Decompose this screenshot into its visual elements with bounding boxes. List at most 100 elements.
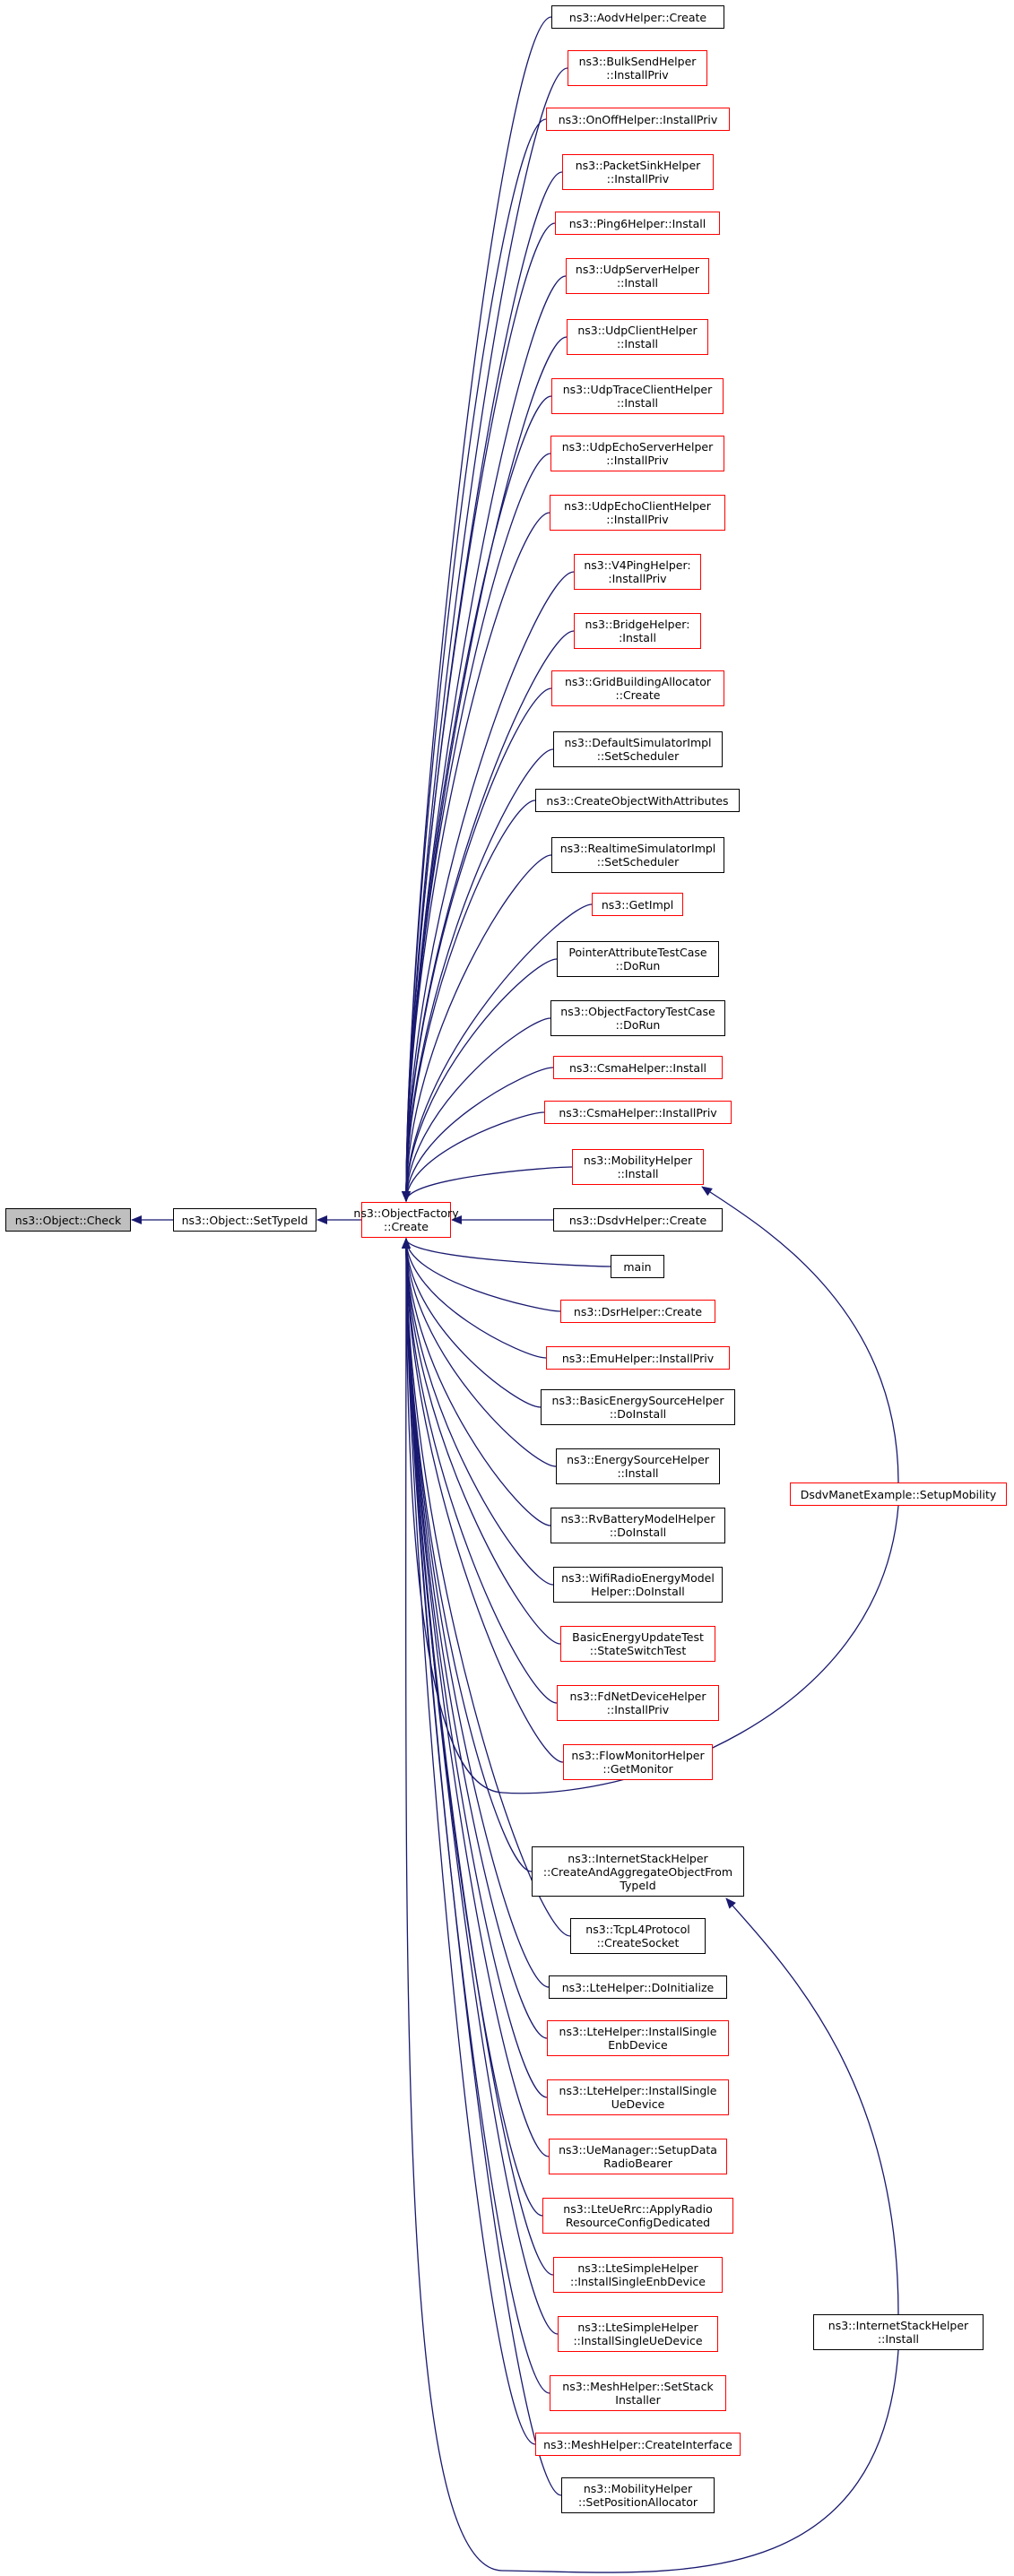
caller-node-ltesimplehelper-installsingleuedevice[interactable]: ns3::LteSimpleHelper::InstallSingleUeDev… [558, 2316, 718, 2352]
edge-c18-to-create [402, 1017, 551, 1202]
caller-node-getimpl[interactable]: ns3::GetImpl [592, 893, 683, 916]
node-label-line: ns3::FdNetDeviceHelper [569, 1690, 706, 1703]
caller-node-meshhelper-createinterface[interactable]: ns3::MeshHelper::CreateInterface [535, 2433, 741, 2456]
node-label-line: ::Install [616, 396, 659, 410]
node-label-line: ::CreateAndAggregateObjectFrom [542, 1864, 733, 1879]
caller-node-onoffhelper-installpriv[interactable]: ns3::OnOffHelper::InstallPriv [546, 108, 730, 131]
node-label-line: ns3::DefaultSimulatorImpl [564, 736, 712, 749]
node-label-line: PointerAttributeTestCase [568, 946, 707, 959]
node-label-line: ::InstallSingleEnbDevice [570, 2275, 706, 2288]
caller-node-ltehelper-doinitialize[interactable]: ns3::LteHelper::DoInitialize [549, 1975, 727, 1999]
caller-node-gridbuildingallocator-create[interactable]: ns3::GridBuildingAllocator::Create [551, 670, 724, 706]
caller-node-udpclienthelper-install[interactable]: ns3::UdpClientHelper::Install [567, 319, 708, 355]
node-label-line: ns3::CreateObjectWithAttributes [546, 793, 729, 808]
edge-ishinstall-to-createaggregate [725, 1897, 899, 2315]
node-label-line: ns3::LteSimpleHelper [577, 2321, 698, 2334]
node-label-line: ::Install [617, 1466, 659, 1480]
edge-c16-to-create [402, 903, 593, 1202]
node-label-line: ns3::LteHelper::InstallSingle [559, 2025, 717, 2038]
caller-node-dsdvhelper-create[interactable]: ns3::DsdvHelper::Create [553, 1208, 723, 1232]
node-label-line: ::DoInstall [609, 1407, 667, 1421]
caller-node-bulksendhelper-installpriv[interactable]: ns3::BulkSendHelper::InstallPriv [568, 50, 707, 86]
caller-node-rvbatterymodelhelper-doinstall[interactable]: ns3::RvBatteryModelHelper::DoInstall [550, 1508, 725, 1543]
node-label-line: ::InstallPriv [606, 513, 669, 526]
node-label-line: ::DoInstall [609, 1526, 667, 1539]
caller-node-csmahelper-installpriv[interactable]: ns3::CsmaHelper::InstallPriv [544, 1101, 732, 1124]
node-label-line: ::Install [877, 2332, 920, 2346]
caller-node-aodvhelper-create[interactable]: ns3::AodvHelper::Create [551, 5, 724, 29]
node-label-line: ns3::EnergySourceHelper [567, 1453, 709, 1466]
caller-node-bridgehelper-install[interactable]: ns3::BridgeHelper::Install [574, 613, 701, 649]
caller-node-energysourcehelper-install[interactable]: ns3::EnergySourceHelper::Install [556, 1448, 720, 1484]
edge-dsdvmanet-to-mobilityhelper-install [701, 1186, 899, 1483]
node-label-line: ns3::ObjectFactoryTestCase [560, 1005, 715, 1018]
caller-node-ltesimplehelper-installsingleenbdevice[interactable]: ns3::LteSimpleHelper::InstallSingleEnbDe… [553, 2257, 723, 2293]
node-label-line: ns3::Ping6Helper::Install [568, 216, 706, 230]
caller-node-fdnetdevicehelper-installpriv[interactable]: ns3::FdNetDeviceHelper::InstallPriv [557, 1685, 719, 1721]
node-label-line: ns3::MeshHelper::CreateInterface [543, 2437, 732, 2451]
caller-node-basicenergysourcehelper-doinstall[interactable]: ns3::BasicEnergySourceHelper::DoInstall [541, 1389, 735, 1425]
caller-node-flowmonitorhelper-getmonitor[interactable]: ns3::FlowMonitorHelper::GetMonitor [563, 1744, 713, 1780]
node-label-line: ns3::BulkSendHelper [578, 55, 697, 68]
node-objectfactory-create[interactable]: ns3::ObjectFactory::Create [353, 1202, 459, 1238]
node-label-line: ns3::LteHelper::DoInitialize [561, 1980, 715, 1994]
node-label-line: ns3::LteHelper::InstallSingle [559, 2084, 717, 2097]
node-label-line: ns3::MobilityHelper [583, 1154, 693, 1167]
caller-node-tcpl4protocol-createsocket[interactable]: ns3::TcpL4Protocol::CreateSocket [570, 1918, 706, 1954]
edge-dsdvmanet-to-create [402, 1238, 899, 1794]
node-label-line: :Install [619, 631, 656, 644]
caller-node-mobilityhelper-setpositionallocator[interactable]: ns3::MobilityHelper::SetPositionAllocato… [561, 2477, 715, 2513]
caller-node-udpechoserverhelper-installpriv[interactable]: ns3::UdpEchoServerHelper::InstallPriv [550, 436, 724, 471]
caller-node-emuhelper-installpriv[interactable]: ns3::EmuHelper::InstallPriv [546, 1346, 730, 1370]
caller-node-dsrhelper-create[interactable]: ns3::DsrHelper::Create [560, 1300, 715, 1323]
node-label-line: ResourceConfigDedicated [565, 2216, 711, 2229]
node-label-line: ns3::CsmaHelper::InstallPriv [559, 1105, 717, 1119]
caller-node-objectfactorytestcase-dorun[interactable]: ns3::ObjectFactoryTestCase::DoRun [550, 1000, 725, 1036]
caller-node-defaultsimulatorimpl-setscheduler[interactable]: ns3::DefaultSimulatorImpl::SetScheduler [553, 731, 723, 767]
caller-node-packetsinkhelper-installpriv[interactable]: ns3::PacketSinkHelper::InstallPriv [562, 154, 714, 190]
node-label-line: ::DoRun [615, 1018, 661, 1032]
caller-node-basicenergyupdatetest-stateswitchtest[interactable]: BasicEnergyUpdateTest::StateSwitchTest [560, 1626, 715, 1662]
caller-node-realtimesimulatorimpl-setscheduler[interactable]: ns3::RealtimeSimulatorImpl::SetScheduler [551, 837, 724, 873]
caller-node-internetstackhelper-createandaggregateobjectfromtypeid[interactable]: ns3::InternetStackHelper::CreateAndAggre… [532, 1846, 744, 1897]
node-label-line: ns3::UdpTraceClientHelper [562, 383, 713, 396]
edge-c27-to-create [402, 1238, 557, 1467]
caller-node-mobilityhelper-install[interactable]: ns3::MobilityHelper::Install [572, 1149, 704, 1185]
caller-node-internetstackhelper-install[interactable]: ns3::InternetStackHelper::Install [813, 2314, 984, 2350]
node-label-line: ns3::RvBatteryModelHelper [560, 1512, 715, 1526]
caller-node-udpechoclienthelper-installpriv[interactable]: ns3::UdpEchoClientHelper::InstallPriv [550, 495, 725, 531]
node-label-line: Installer [615, 2393, 661, 2407]
edge-c44-to-create [402, 1238, 562, 2496]
caller-node-ping6helper-install[interactable]: ns3::Ping6Helper::Install [555, 212, 720, 235]
caller-node-udpserverhelper-install[interactable]: ns3::UdpServerHelper::Install [566, 258, 709, 294]
caller-node-main[interactable]: main [611, 1255, 664, 1278]
node-label-line: ::InstallPriv [606, 172, 670, 186]
node-label-line: EnbDevice [608, 2038, 668, 2052]
edge-c20-to-create [402, 1111, 545, 1202]
node-label-line: ns3::UeManager::SetupData [559, 2143, 717, 2157]
node-label-line: ns3::Object::SetTypeId [181, 1213, 308, 1227]
node-label-line: ns3::LteSimpleHelper [577, 2261, 698, 2275]
edge-c29-to-create [402, 1238, 554, 1586]
node-label-line: ns3::UdpServerHelper [575, 263, 700, 276]
node-label-line: ::InstallPriv [606, 454, 669, 467]
caller-node-dsdvmanetexample-setupmobility[interactable]: DsdvManetExample::SetupMobility [790, 1482, 1007, 1506]
caller-node-pointerattributetestcase-dorun[interactable]: PointerAttributeTestCase::DoRun [557, 941, 719, 977]
node-label-line: ::GetMonitor [602, 1762, 673, 1776]
focus-node-object-check[interactable]: ns3::Object::Check [5, 1208, 131, 1232]
edge-c21-to-create [402, 1166, 573, 1202]
node-object-settypeid[interactable]: ns3::Object::SetTypeId [173, 1208, 316, 1232]
node-label-line: ns3::LteUeRrc::ApplyRadio [563, 2202, 713, 2216]
caller-node-v4pinghelper-installpriv[interactable]: ns3::V4PingHelper::InstallPriv [574, 554, 701, 590]
caller-node-udptraceclienthelper-install[interactable]: ns3::UdpTraceClientHelper::Install [551, 378, 724, 414]
edge-c33-to-create [402, 1238, 533, 1872]
caller-node-csmahelper-install[interactable]: ns3::CsmaHelper::Install [553, 1056, 723, 1079]
caller-node-createobjectwithattributes[interactable]: ns3::CreateObjectWithAttributes [535, 789, 740, 812]
